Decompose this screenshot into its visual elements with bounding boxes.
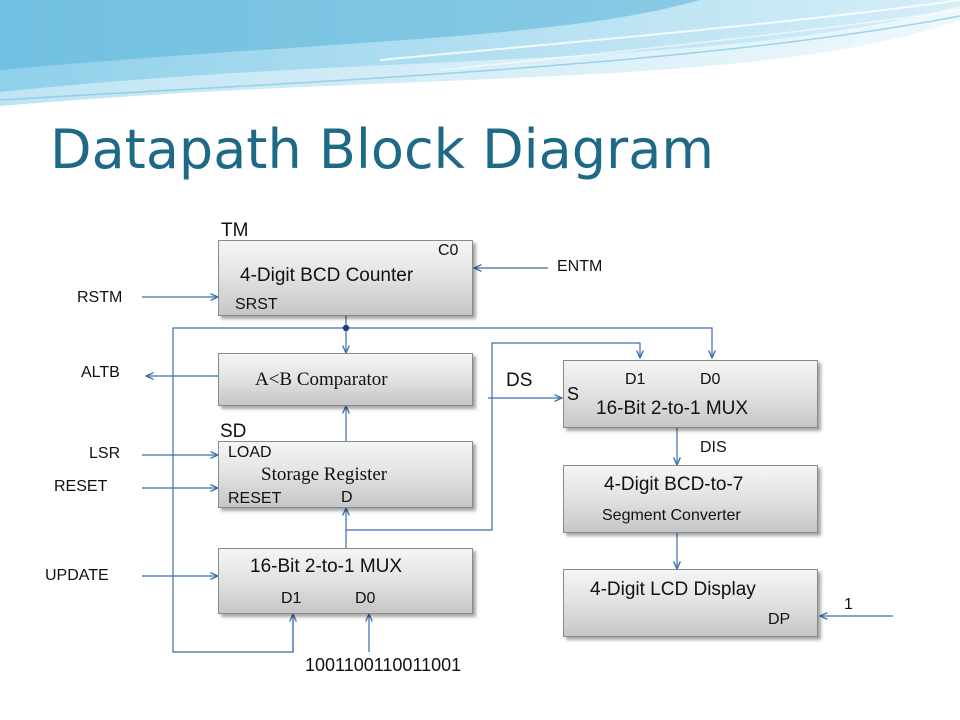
signal-dis: DIS	[700, 439, 727, 456]
mux-right-tag: DS	[506, 370, 533, 391]
comparator-name: A<B Comparator	[255, 369, 388, 390]
storage-reset-pin: RESET	[228, 490, 282, 507]
wire-sd-branch	[346, 342, 640, 531]
mux-right-name: 16-Bit 2-to-1 MUX	[596, 398, 749, 419]
signal-update: UPDATE	[45, 567, 109, 584]
page-title: Datapath Block Diagram	[50, 118, 714, 181]
storage-tag: SD	[220, 421, 247, 442]
signal-constant: 1001100110011001	[305, 655, 462, 675]
junction-dot	[342, 324, 350, 332]
counter-name: 4-Digit BCD Counter	[240, 265, 414, 286]
mux-right-block	[563, 360, 818, 428]
signal-entm: ENTM	[557, 258, 603, 275]
mux-right-d1-pin: D1	[625, 371, 646, 388]
converter-name-line2: Segment Converter	[602, 507, 741, 524]
mux-left-d1-pin: D1	[281, 590, 302, 607]
storage-d-pin: D	[341, 489, 353, 506]
signal-reset: RESET	[54, 478, 108, 495]
signal-dp-value: 1	[844, 596, 853, 613]
comparator-block	[218, 353, 473, 406]
mux-left-block	[218, 548, 473, 614]
signal-rstm: RSTM	[77, 289, 123, 306]
lcd-display-block	[563, 569, 818, 637]
bcd-counter-block	[218, 240, 473, 316]
display-dp-pin: DP	[768, 611, 791, 628]
mux-right-s-pin: S	[567, 384, 580, 404]
converter-block	[563, 465, 818, 533]
mux-left-d0-pin: D0	[355, 590, 376, 607]
mux-right-d0-pin: D0	[700, 371, 721, 388]
mux-left-name: 16-Bit 2-to-1 MUX	[250, 556, 403, 577]
counter-srst-pin: SRST	[235, 296, 278, 313]
storage-register-block	[218, 441, 473, 508]
display-name: 4-Digit LCD Display	[590, 579, 756, 600]
converter-name-line1: 4-Digit BCD-to-7	[604, 474, 744, 495]
storage-load-pin: LOAD	[228, 444, 272, 461]
storage-name: Storage Register	[261, 464, 388, 485]
counter-c0-pin: C0	[438, 242, 459, 259]
counter-tag: TM	[221, 220, 249, 241]
signal-lsr: LSR	[89, 445, 121, 462]
wire-counter-branch	[346, 327, 712, 358]
signal-altb: ALTB	[81, 364, 120, 381]
